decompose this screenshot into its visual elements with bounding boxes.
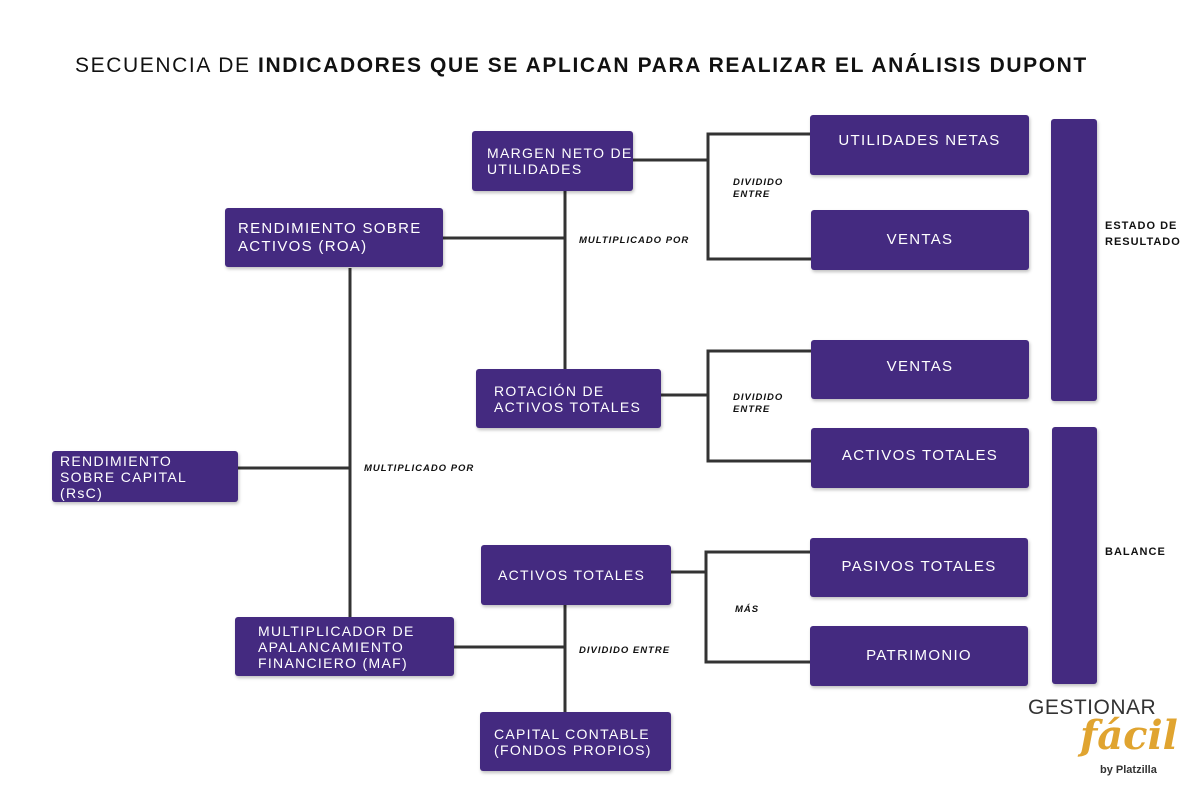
logo-top-text: GESTIONAR: [1028, 696, 1157, 719]
bracket-margen: [706, 132, 811, 261]
bracket-activos: [704, 550, 811, 664]
node-utilidades-netas-label: UTILIDADES NETAS: [838, 132, 1001, 149]
node-ventas-1-label: VENTAS: [886, 231, 954, 248]
operator-multiplicado-por-upper: MULTIPLICADO POR: [579, 235, 690, 246]
node-capital-contable: CAPITAL CONTABLE (FONDOS PROPIOS): [480, 712, 671, 771]
operator-mas: MÁS: [735, 604, 760, 615]
group-bar-balance: [1052, 427, 1097, 684]
node-margen-label: MARGEN NETO DE UTILIDADES: [487, 145, 633, 177]
node-ventas-2: VENTAS: [811, 340, 1029, 399]
node-patrimonio: PATRIMONIO: [810, 626, 1028, 686]
group-label-balance: BALANCE: [1105, 544, 1166, 560]
node-rsc: RENDIMIENTO SOBRE CAPITAL (RsC): [52, 451, 238, 502]
node-ventas-1: VENTAS: [811, 210, 1029, 270]
node-activos-totales-right-label: ACTIVOS TOTALES: [841, 447, 999, 464]
operator-dividido-entre-maf: DIVIDIDO ENTRE: [579, 645, 671, 656]
group-bar-estado-resultado: [1051, 119, 1097, 401]
node-ventas-2-label: VENTAS: [886, 358, 954, 375]
node-rsc-label: RENDIMIENTO SOBRE CAPITAL (RsC): [60, 452, 187, 501]
node-capital-contable-label: CAPITAL CONTABLE (FONDOS PROPIOS): [494, 725, 652, 758]
title-normal: SECUENCIA DE: [75, 54, 259, 77]
node-activos-totales-mid-label: ACTIVOS TOTALES: [498, 567, 646, 583]
node-maf-label: MULTIPLICADOR DE APALANCAMIENTO FINANCIE…: [258, 622, 415, 671]
title-bold: INDICADORES QUE SE APLICAN PARA REALIZAR…: [258, 54, 1088, 77]
node-rotacion: ROTACIÓN DE ACTIVOS TOTALES: [476, 369, 661, 428]
operator-dividido-entre-margen: DIVIDIDO ENTRE: [733, 177, 784, 200]
page-title: SECUENCIA DE INDICADORES QUE SE APLICAN …: [75, 54, 1088, 78]
operator-multiplicado-por-main: MULTIPLICADO POR: [364, 463, 475, 474]
bracket-rotacion: [706, 349, 811, 463]
node-pasivos-totales: PASIVOS TOTALES: [810, 538, 1028, 597]
logo-by-text: by Platzilla: [1100, 764, 1157, 776]
node-utilidades-netas: UTILIDADES NETAS: [810, 115, 1029, 175]
logo-script-text: fácil: [1080, 712, 1178, 759]
node-activos-totales-right: ACTIVOS TOTALES: [811, 428, 1029, 488]
node-roa: RENDIMIENTO SOBRE ACTIVOS (ROA): [225, 208, 443, 267]
node-patrimonio-label: PATRIMONIO: [866, 647, 972, 664]
node-activos-totales-mid: ACTIVOS TOTALES: [481, 545, 671, 605]
node-margen: MARGEN NETO DE UTILIDADES: [472, 131, 633, 191]
group-label-balance-text: BALANCE: [1105, 546, 1166, 558]
node-maf: MULTIPLICADOR DE APALANCAMIENTO FINANCIE…: [235, 617, 454, 676]
gestionar-facil-logo: GESTIONAR fácil by Platzilla: [1028, 696, 1178, 786]
node-rotacion-label: ROTACIÓN DE ACTIVOS TOTALES: [494, 382, 642, 415]
node-pasivos-totales-label: PASIVOS TOTALES: [841, 558, 997, 575]
operator-dividido-entre-rotacion: DIVIDIDO ENTRE: [733, 392, 784, 415]
group-label-estado-resultado: ESTADO DE RESULTADO: [1105, 218, 1195, 250]
node-roa-label: RENDIMIENTO SOBRE ACTIVOS (ROA): [238, 219, 422, 255]
group-label-estado-resultado-text: ESTADO DE RESULTADO: [1105, 220, 1181, 248]
